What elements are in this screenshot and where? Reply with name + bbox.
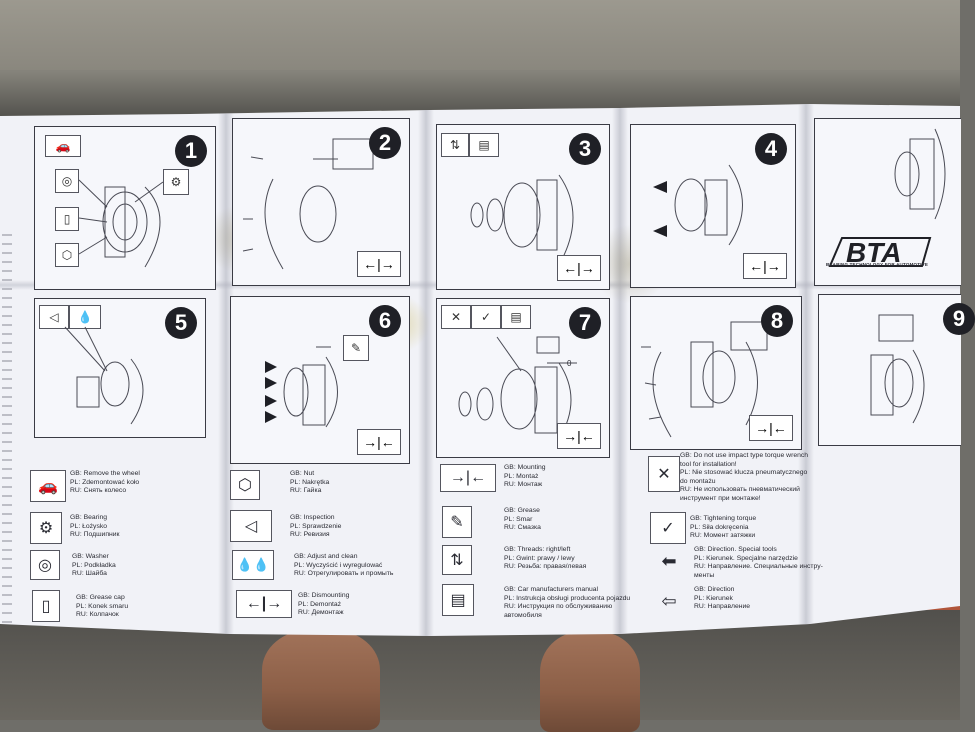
step-number-badge: 8: [761, 305, 793, 337]
step-4-box: ←|→ 4: [630, 124, 796, 288]
bearing-icon: ⚙: [30, 512, 62, 544]
step-number-badge: 6: [369, 305, 401, 337]
step-9-top-box: [814, 118, 961, 286]
edge-text-column: [2, 234, 12, 636]
fold-line-2: [418, 104, 434, 636]
washer-icon: ◎: [55, 169, 79, 193]
step-3-box: ⇅ ▤ ←|→ 3: [436, 124, 610, 290]
nut-icon: ⬡: [230, 470, 260, 500]
eye-icon: ◁: [230, 510, 272, 542]
manual-book-icon: ▤: [469, 133, 499, 157]
bearing-inspection-sketch: [64, 326, 144, 425]
hub-pull-sketch: [653, 164, 743, 246]
car-wheel-icon: 🚗: [45, 135, 81, 157]
grease-tube-icon: ✎: [442, 506, 472, 538]
mount-arrows-icon: →|←: [749, 415, 793, 441]
dismount-arrows-icon: ←|→: [236, 590, 292, 618]
bearing-icon: ⚙: [163, 169, 189, 195]
bta-logo: BTA: [828, 237, 932, 268]
washer-icon: ◎: [30, 550, 60, 580]
outline-arrow-left-icon: ⇦: [661, 590, 677, 611]
torque-wrench-icon: ✓: [650, 512, 686, 544]
filled-arrow-left-icon: ⬅: [661, 550, 677, 571]
step-number-badge: 5: [165, 307, 197, 339]
dismount-arrows-icon: ←|→: [743, 253, 787, 279]
thread-direction-icon: ⇅: [441, 133, 469, 157]
brand-tagline: BEARING TECHNOLOGY FOR AUTOMOTIVE: [826, 262, 929, 267]
step-number-badge: 1: [175, 135, 207, 167]
fold-line-3: [612, 104, 628, 636]
manual-book-icon: ▤: [442, 584, 474, 616]
drops-icon: 💧: [69, 305, 101, 329]
torque-wrench-icon: ✓: [471, 305, 501, 329]
mount-arrows-icon: →|←: [557, 423, 601, 449]
grease-cap-icon: ▯: [55, 207, 79, 231]
bearing-removal-sketch: [470, 174, 574, 266]
no-impact-wrench-icon: ✕: [648, 456, 680, 492]
no-impact-wrench-icon: ✕: [441, 305, 471, 329]
step-5-box: ◁ 💧 5: [34, 298, 206, 438]
step-6-box: ✎ →|← 6: [230, 296, 410, 464]
fold-line-4: [798, 104, 814, 636]
bearing-mount-sketch: [265, 346, 338, 428]
mount-arrows-icon: →|←: [440, 464, 496, 492]
grease-tube-icon: ✎: [343, 335, 369, 361]
step-number-badge: 2: [369, 127, 401, 159]
step-number-badge: 9: [943, 303, 975, 335]
legend-item-no-impact-tool: GB: Do not use impact type torque wrench…: [680, 452, 809, 502]
svg-text:BTA: BTA: [846, 237, 901, 268]
fold-line-1: [218, 104, 234, 636]
left-foot: [262, 630, 380, 730]
hub-assembly-sketch: [894, 128, 946, 220]
wheel-hub-sketch: [78, 179, 164, 268]
concrete-curb: [0, 0, 960, 70]
step-number-badge: 3: [569, 133, 601, 165]
manual-book-icon: ▤: [501, 305, 531, 329]
step-8-box: →|← 8: [630, 296, 802, 450]
dismount-arrows-icon: ←|→: [557, 255, 601, 281]
step-number-badge: 4: [755, 133, 787, 165]
dismount-arrows-icon: ←|→: [357, 251, 401, 277]
step-7-box: ✕ ✓ ▤ 0 →|← 7: [436, 298, 610, 458]
grease-cap-icon: ▯: [32, 590, 60, 622]
step-1-box: 🚗 ◎ ▯ ⬡ ⚙ 1: [34, 126, 216, 290]
step-number-badge: 7: [569, 307, 601, 339]
car-wheel-icon: 🚗: [30, 470, 66, 502]
mount-arrows-icon: →|←: [357, 429, 401, 455]
right-foot: [540, 632, 640, 732]
step-2-box: ←|→ 2: [232, 118, 410, 286]
drops-icon: 💧💧: [232, 550, 274, 580]
thread-direction-icon: ⇅: [442, 545, 472, 575]
step-9-box: 9: [818, 294, 975, 446]
hub-install-sketch: [458, 336, 577, 440]
nut-icon: ⬡: [55, 243, 79, 267]
eye-icon: ◁: [39, 305, 69, 329]
bearing-final-sketch: [870, 314, 925, 424]
clearance-dimension-label: 0: [567, 359, 572, 368]
